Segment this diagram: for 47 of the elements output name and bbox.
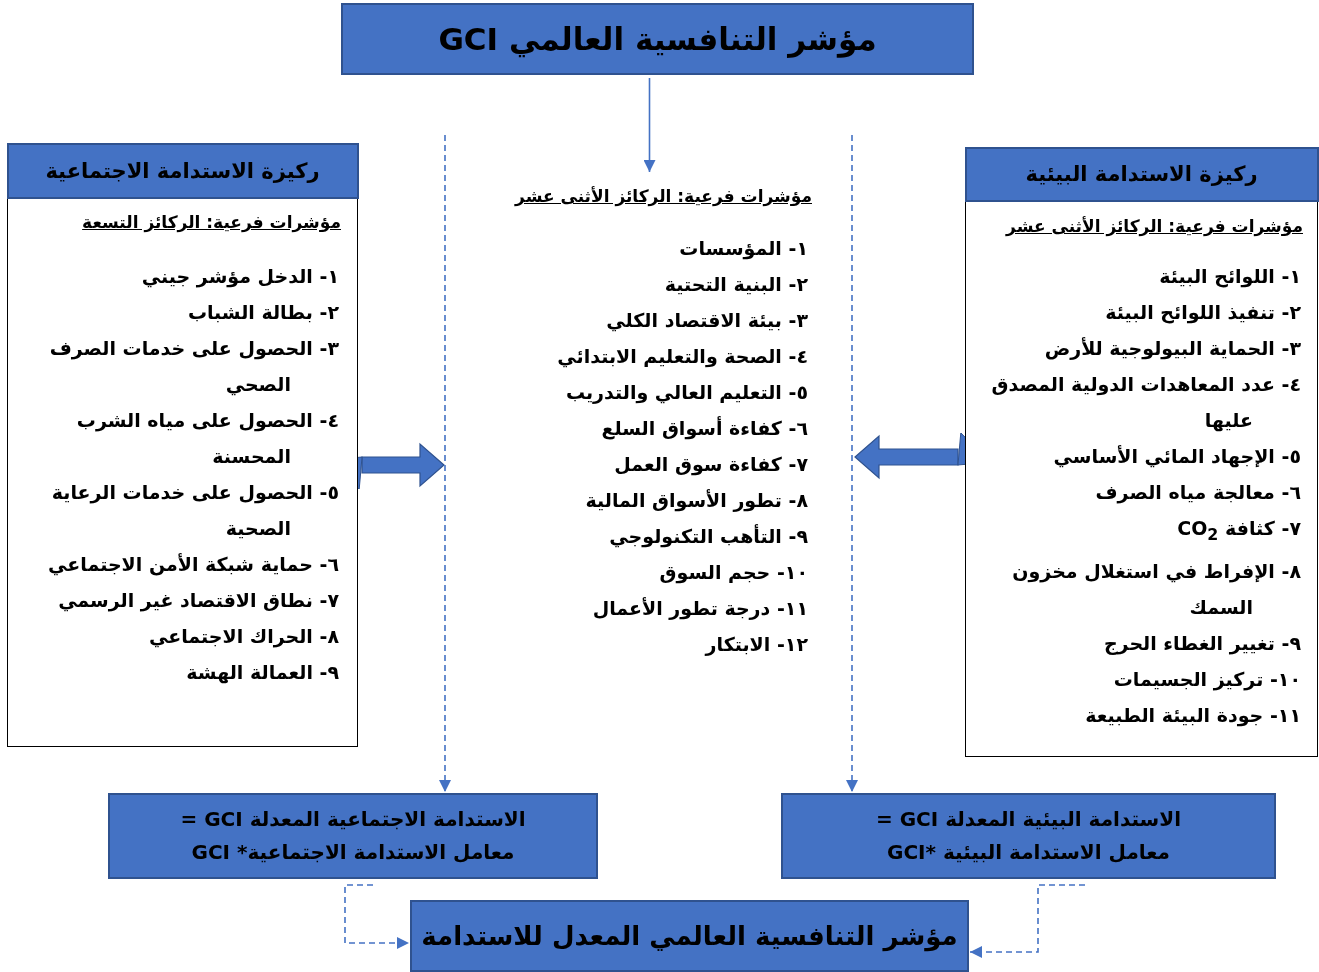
list-item: ٢- البنية التحتية	[663, 272, 808, 297]
list-item: ٥- الإجهاد المائي الأساسي	[1052, 444, 1301, 470]
list-item: ١١- جودة البيئة الطبيعة	[1084, 702, 1301, 729]
list-item: ١٢- الابتكار	[703, 632, 808, 658]
list-item: ٣- بيئة الاقتصاد الكلي	[605, 308, 808, 334]
panel	[7, 143, 358, 747]
dashed-arrow	[344, 884, 410, 949]
list-item: ٨- الحراك الاجتماعي	[148, 624, 339, 650]
arrow	[643, 77, 656, 173]
list-item: ٢- بطالة الشباب	[186, 300, 339, 325]
list-item: ٤- عدد المعاهدات الدولية المصدق عليها	[990, 372, 1301, 434]
title-box: مؤشر التنافسية العالمي GCI	[341, 3, 974, 75]
dashed-arrow	[969, 884, 1086, 958]
subheading: مؤشرات فرعية: الركائز الأثنى عشر	[515, 186, 812, 206]
list-item: ٥- التعليم العالي والتدريب	[564, 380, 808, 406]
formula-box: الاستدامة البيئية المعدلة GCI = معامل الاستدامة البيئية *GCI	[781, 793, 1276, 879]
list-item: ٤- الحصول على مياه الشرب المحسنة	[75, 408, 339, 469]
formula-box: الاستدامة الاجتماعية المعدلة GCI = معامل الاستدامة الاجتماعية* GCI	[108, 793, 598, 879]
panel	[965, 147, 1318, 757]
header-band: ركيزة الاستدامة البيئية	[964, 146, 1319, 202]
list-item: ١١- درجة تطور الأعمال	[591, 596, 808, 622]
list-item: ١٠- حجم السوق	[658, 560, 808, 586]
list-item: ٧- نطاق الاقتصاد غير الرسمي	[57, 588, 339, 614]
header-band: ركيزة الاستدامة الاجتماعية	[6, 142, 359, 199]
list-item: ١- الدخل مؤشر جيني	[140, 264, 339, 290]
list-item: ١- اللوائح البيئة	[1158, 264, 1301, 290]
list-item: ٤- الصحة والتعليم الابتدائي	[556, 344, 808, 370]
list-item: ٦- كفاءة أسواق السلع	[600, 415, 808, 442]
list-item: ٩- التأهب التكنولوجي	[608, 523, 808, 550]
list-item: ٦- معالجة مياه الصرف	[1094, 480, 1301, 506]
list-item: ٩- تغيير الغطاء الحرج	[1102, 630, 1301, 657]
list-item: ٢- تنفيذ اللوائح البيئة	[1104, 300, 1301, 326]
list-item: ٥- الحصول على خدمات الرعاية الصحية	[50, 480, 339, 541]
list-item: ١٠- تركيز الجسيمات	[1112, 666, 1301, 693]
list-item: ٦- حماية شبكة الأمن الاجتماعي	[47, 552, 339, 578]
list-item: ٨- تطور الأسواق المالية	[584, 488, 808, 514]
dashed-arrow	[439, 134, 451, 793]
list-item: ٨- الإفراط في استغلال مخزون السمك	[1011, 558, 1301, 620]
dashed-arrow	[846, 134, 858, 793]
list-item: ١- المؤسسات	[678, 236, 808, 262]
subheading: مؤشرات فرعية: الركائز التسعة	[82, 212, 341, 232]
title-box: مؤشر التنافسية العالمي المعدل للاستدامة	[410, 900, 969, 972]
subheading: مؤشرات فرعية: الركائز الأثنى عشر	[1006, 216, 1303, 236]
list-item: ٣- الحصول على خدمات الصرف الصحي	[48, 336, 339, 398]
list-item: ٩- العمالة الهشة	[185, 660, 339, 686]
list-item: ٧- كفاءة سوق العمل	[613, 452, 808, 478]
list-item: ٣- الحماية البيولوجية للأرض	[1043, 336, 1301, 362]
